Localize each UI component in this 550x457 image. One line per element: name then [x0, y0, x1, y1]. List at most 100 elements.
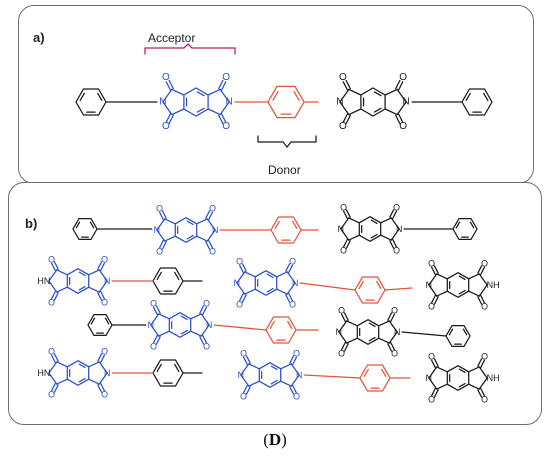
row3-phenyl-right [401, 324, 471, 348]
acceptor-unit-a-right: O O N O O N [336, 72, 409, 132]
svg-text:O: O [101, 254, 108, 264]
svg-text:N: N [426, 280, 432, 290]
svg-text:O: O [150, 298, 157, 308]
svg-text:O: O [101, 346, 108, 356]
caption-close: ) [281, 430, 287, 449]
svg-text:O: O [240, 392, 247, 402]
row1-donor [219, 216, 319, 244]
phenyl-end-left-a [75, 88, 158, 116]
svg-text:O: O [393, 202, 400, 212]
donor-bracket [257, 135, 317, 149]
row1-phenyl-right [403, 217, 478, 241]
svg-text:O: O [156, 247, 163, 257]
row2-phenylene [111, 267, 203, 295]
svg-text:N: N [226, 97, 233, 108]
svg-text:N: N [403, 97, 410, 108]
svg-text:O: O [293, 348, 300, 358]
row3-phenyl-left [87, 313, 147, 337]
svg-text:N: N [292, 278, 298, 288]
svg-text:NH: NH [487, 373, 500, 383]
svg-text:O: O [340, 202, 347, 212]
svg-text:O: O [428, 302, 435, 312]
svg-text:N: N [426, 373, 432, 383]
svg-text:N: N [296, 370, 302, 380]
svg-text:O: O [428, 351, 435, 361]
row2-donor [299, 276, 413, 304]
svg-text:O: O [236, 256, 243, 266]
svg-text:O: O [222, 72, 230, 83]
caption-open: ( [263, 430, 269, 449]
row1-phenyl-left [72, 217, 153, 241]
svg-text:O: O [48, 298, 55, 308]
svg-text:N: N [104, 276, 110, 286]
svg-text:O: O [289, 256, 296, 266]
svg-text:O: O [399, 121, 407, 132]
svg-text:N: N [206, 320, 212, 330]
caption-letter: D [268, 430, 282, 449]
svg-text:O: O [399, 72, 407, 83]
svg-text:O: O [48, 346, 55, 356]
svg-text:O: O [209, 203, 216, 213]
svg-text:O: O [48, 254, 55, 264]
svg-text:O: O [289, 300, 296, 310]
donor-label: Donor [268, 163, 301, 177]
svg-text:N: N [336, 97, 343, 108]
svg-text:N: N [148, 320, 154, 330]
svg-text:O: O [203, 342, 210, 352]
svg-text:O: O [162, 121, 170, 132]
svg-text:O: O [481, 302, 488, 312]
svg-text:NH: NH [487, 280, 500, 290]
panel-b-label: b) [25, 216, 38, 231]
figure-caption: (D) [0, 430, 550, 450]
acceptor-bracket [144, 43, 236, 55]
svg-text:N: N [238, 370, 244, 380]
svg-text:O: O [236, 300, 243, 310]
svg-text:N: N [154, 225, 160, 235]
svg-text:O: O [428, 258, 435, 268]
svg-text:N: N [396, 224, 402, 234]
svg-text:O: O [156, 203, 163, 213]
row2-imide-right: O O N O O NH [426, 258, 500, 311]
svg-text:O: O [293, 392, 300, 402]
svg-text:O: O [101, 298, 108, 308]
svg-text:O: O [209, 247, 216, 257]
donor-phenylene-a [234, 85, 319, 119]
svg-text:HN: HN [37, 276, 50, 286]
svg-text:N: N [336, 327, 342, 337]
svg-text:O: O [481, 351, 488, 361]
row2-imide-left: O O O O N HN [37, 254, 110, 307]
svg-text:O: O [101, 390, 108, 400]
acceptor-unit-a: O O N O O N [159, 72, 232, 132]
svg-text:O: O [391, 349, 398, 359]
svg-text:O: O [481, 395, 488, 405]
svg-text:O: O [240, 348, 247, 358]
row4-donor [303, 364, 411, 392]
svg-text:O: O [340, 246, 347, 256]
svg-text:O: O [339, 121, 347, 132]
acceptor-label: Acceptor [148, 31, 196, 45]
row4-phenylene [111, 359, 203, 387]
svg-text:O: O [162, 72, 170, 83]
svg-text:O: O [338, 305, 345, 315]
svg-text:O: O [338, 349, 345, 359]
svg-text:O: O [393, 246, 400, 256]
row3-donor [213, 316, 319, 344]
svg-text:O: O [222, 121, 230, 132]
svg-text:O: O [391, 305, 398, 315]
svg-text:N: N [159, 97, 166, 108]
panel-a-label: a) [33, 30, 45, 45]
row4-acceptor: O O N O O N [238, 348, 303, 401]
svg-text:HN: HN [37, 368, 50, 378]
svg-text:O: O [150, 342, 157, 352]
svg-text:O: O [481, 258, 488, 268]
phenyl-end-right-a [411, 88, 493, 116]
svg-text:O: O [339, 72, 347, 83]
svg-text:N: N [234, 278, 240, 288]
